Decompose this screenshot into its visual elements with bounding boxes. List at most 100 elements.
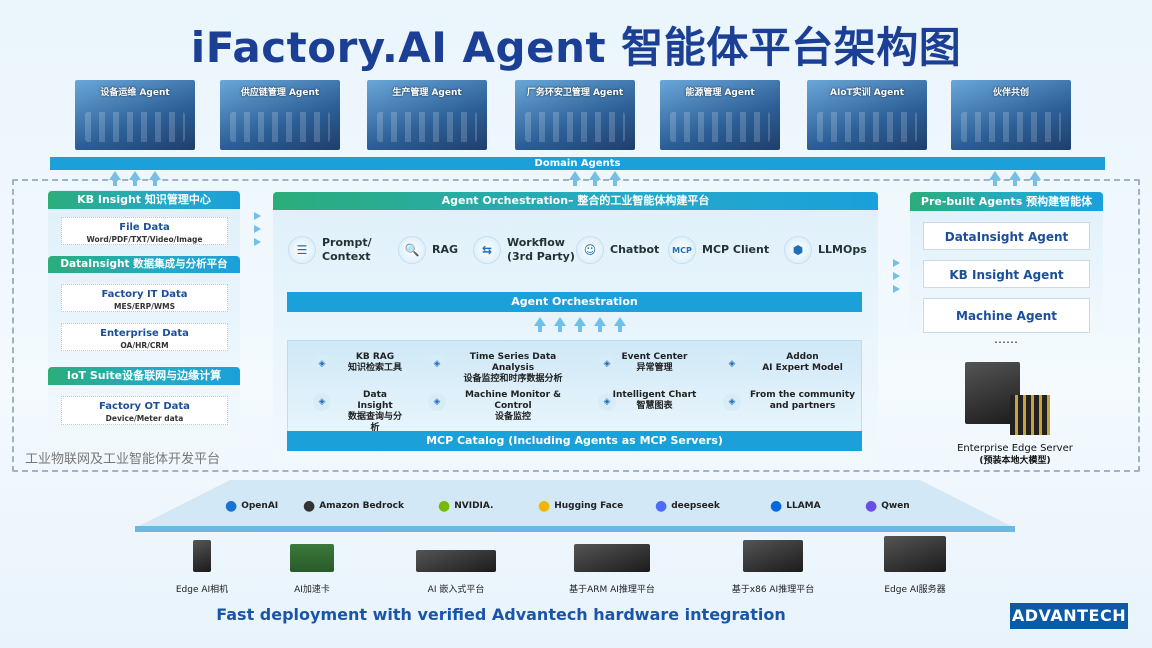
tile-label: 设备运维 Agent [100,88,170,98]
hardware-label: AI 嵌入式平台 [427,585,485,595]
domain-agent-tile[interactable]: 供应链管理 Agent [220,80,340,150]
tile-label: 厂务环安卫管理 Agent [526,88,624,98]
orchestration-header: Agent Orchestration– 整合的工业智能体构建平台 [273,192,878,210]
mcp-tool-line: Machine Monitor & Control [464,390,562,411]
kb-insight-header: KB Insight 知识管理中心 [48,191,240,209]
tool-workflow[interactable]: ⇆Workflow(3rd Party) [473,236,575,264]
tool-label-line: LLMOps [818,243,867,256]
mcp-tools-panel [287,340,862,432]
workflow-icon: ⇆ [473,236,501,264]
arrow-up-stem [1033,180,1037,186]
iot-suite-header: IoT Suite设备联网与边缘计算 [48,367,240,385]
card-sub: OA/HR/CRM [120,341,169,350]
tool-label: Prompt/Context [322,236,372,264]
tile-image [961,112,1061,142]
mcp-tool-line: Event Center [621,352,688,362]
hardware-image [574,544,650,572]
model-logo-icon: ● [538,498,551,514]
tool-label-line: Context [322,250,371,263]
footer-tagline: Fast deployment with verified Advantech … [216,605,786,624]
gpu-cards-image [1010,395,1050,435]
card-sub: MES/ERP/WMS [114,302,175,311]
machine-agent-card: Machine Agent [923,298,1090,333]
model-logo: ●NVIDIA. [438,498,493,514]
arrow-up-stem [1013,180,1017,186]
arrow-up-stem [593,180,597,186]
tool-cube[interactable]: ⬢LLMOps [784,236,867,264]
domain-agent-tile[interactable]: 能源管理 Agent [660,80,780,150]
arrow-up-icon [589,171,601,180]
caption-line: (预装本地大模型) [979,456,1051,466]
domain-agent-tile[interactable]: 厂务环安卫管理 Agent [515,80,635,150]
domain-agent-tile[interactable]: AIoT实训 Agent [807,80,927,150]
arrow-right-icon [254,238,261,246]
card-sub: Word/PDF/TXT/Video/Image [86,235,203,244]
tile-image [85,112,185,142]
model-name: Qwen [881,501,910,511]
mcp-tool-line: 设备监控和时序数据分析 [463,374,563,384]
agent-orchestration-bar: Agent Orchestration [287,292,862,312]
model-logo: ●Amazon Bedrock [303,498,404,514]
tool-label: RAG [432,243,458,257]
arrow-right-icon [254,225,261,233]
mcp-tool-line: 异常管理 [636,363,673,373]
card-title: File Data [119,222,170,233]
tool-label: Chatbot [610,243,659,257]
mcp-tool-line: KB RAG [355,352,395,362]
mcp-tool-icon: ◈ [428,355,446,373]
domain-agents-bar: Domain Agents [50,157,1105,170]
mcp-tool-line: 知识检索工具 [347,363,402,373]
prebuilt-agents-header: Pre-built Agents 预构建智能体 [910,192,1103,211]
mcp-tool-icon: ◈ [428,393,446,411]
arrow-right-icon [893,259,900,267]
domain-agent-tile[interactable]: 伙伴共创 [951,80,1071,150]
domain-agent-tile[interactable]: 设备运维 Agent [75,80,195,150]
card-title: Enterprise Data [100,328,189,339]
arrow-up-stem [618,326,622,332]
tool-robot[interactable]: ☺Chatbot [576,236,659,264]
arrow-up-stem [153,180,157,186]
tool-prompt[interactable]: ☰Prompt/Context [288,236,372,264]
mcp-tool-line: 数据查询与分析 [347,412,402,433]
arrow-up-stem [538,326,542,332]
datainsight-agent-card: DataInsight Agent [923,222,1090,250]
hardware-label: 基于ARM AI推理平台 [569,585,655,595]
card-sub: Device/Meter data [105,414,184,423]
arrow-up-icon [569,171,581,180]
tool-folder-search[interactable]: 🔍RAG [398,236,458,264]
mcp-tool-line: 智慧图表 [636,401,673,411]
domain-agent-tile[interactable]: 生产管理 Agent [367,80,487,150]
model-platform-trapezoid [135,480,1015,532]
arrow-up-icon [149,171,161,180]
mcp-tool-line: 设备监控 [494,412,531,422]
model-logo-icon: ● [303,498,316,514]
model-name: deepseek [671,501,720,511]
kb-insight-agent-card: KB Insight Agent [923,260,1090,288]
hardware-image [290,544,334,572]
model-logo-icon: ● [770,498,783,514]
model-logo-icon: ● [865,498,878,514]
hardware-image [416,550,496,572]
model-logo: ●deepseek [655,498,720,514]
mcp-tool-icon: ◈ [598,355,616,373]
tile-image [377,112,477,142]
hardware-image [884,536,946,572]
tool-label-line: RAG [432,243,459,256]
model-logo: ●Qwen [865,498,910,514]
arrow-up-stem [598,326,602,332]
tool-label-line: (3rd Party) [507,250,575,263]
model-logo: ●OpenAI [225,498,278,514]
mcp-tool-icon: ◈ [723,355,741,373]
arrow-up-icon [614,317,626,326]
